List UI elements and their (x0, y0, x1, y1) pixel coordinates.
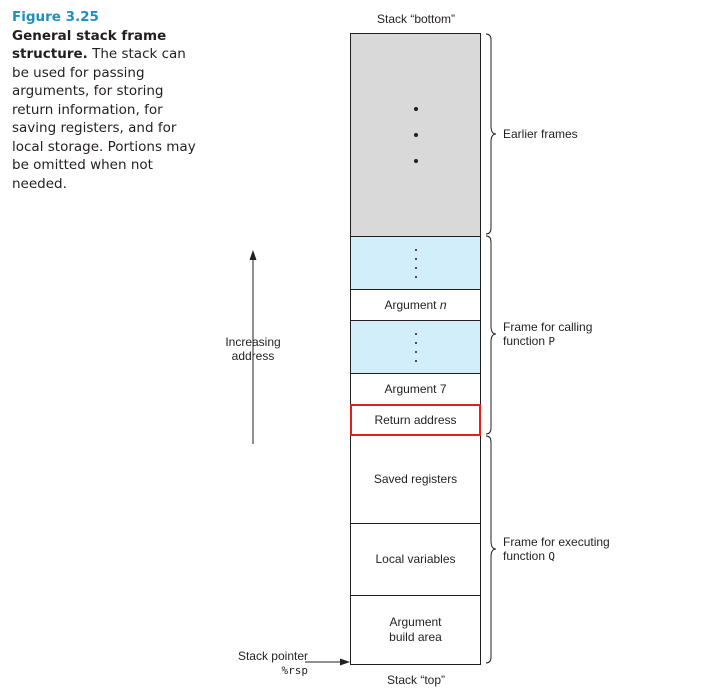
executing-function-name: Q (548, 550, 555, 563)
ellipsis-vertical-icon (414, 329, 417, 365)
stack-top-label: Stack “top” (386, 673, 446, 687)
stack-bottom-label: Stack “bottom” (376, 12, 456, 26)
calling-frame-label: Frame for calling function P (503, 320, 593, 348)
saved-registers-cell: Saved registers (351, 435, 480, 524)
executing-frame-label: Frame for executing function Q (503, 535, 610, 563)
arguments-middle-region (351, 321, 480, 374)
ellipsis-vertical-icon (414, 245, 417, 281)
figure-description: The stack can be used for passing argume… (12, 46, 196, 192)
calling-function-name: P (548, 335, 555, 348)
stack-diagram: Argument n Argument 7 Return address Sav… (350, 33, 481, 665)
rsp-register: %rsp (281, 664, 309, 677)
earlier-frames-region (351, 34, 480, 237)
argument-7-label: Argument 7 (384, 381, 447, 396)
return-address-label: Return address (374, 412, 457, 427)
right-arrow-icon (305, 658, 350, 666)
additional-arguments-region (351, 237, 480, 290)
executing-frame-brace (485, 435, 497, 664)
calling-frame-brace (485, 235, 497, 435)
argument-n-cell: Argument n (351, 290, 480, 321)
increasing-address-label: Increasing address (225, 335, 281, 363)
earlier-frames-brace (485, 33, 497, 235)
return-address-cell: Return address (350, 404, 481, 436)
argument-7-cell: Argument 7 (351, 374, 480, 405)
figure-caption: Figure 3.25 General stack frame structur… (12, 8, 197, 193)
stack-pointer-label: Stack pointer %rsp (237, 649, 309, 677)
saved-registers-label: Saved registers (373, 472, 458, 486)
argument-build-area-label: Argument build area (389, 615, 442, 644)
local-variables-label: Local variables (375, 552, 456, 566)
argument-n-variable: n (439, 297, 447, 312)
figure-label: Figure 3.25 (12, 9, 99, 25)
argument-build-area-cell: Argument build area (351, 596, 480, 664)
ellipsis-vertical-icon (413, 96, 418, 174)
local-variables-cell: Local variables (351, 524, 480, 596)
earlier-frames-label: Earlier frames (503, 127, 578, 141)
figure-title: General stack frame structure. (12, 27, 167, 63)
argument-n-label: Argument (384, 297, 440, 312)
